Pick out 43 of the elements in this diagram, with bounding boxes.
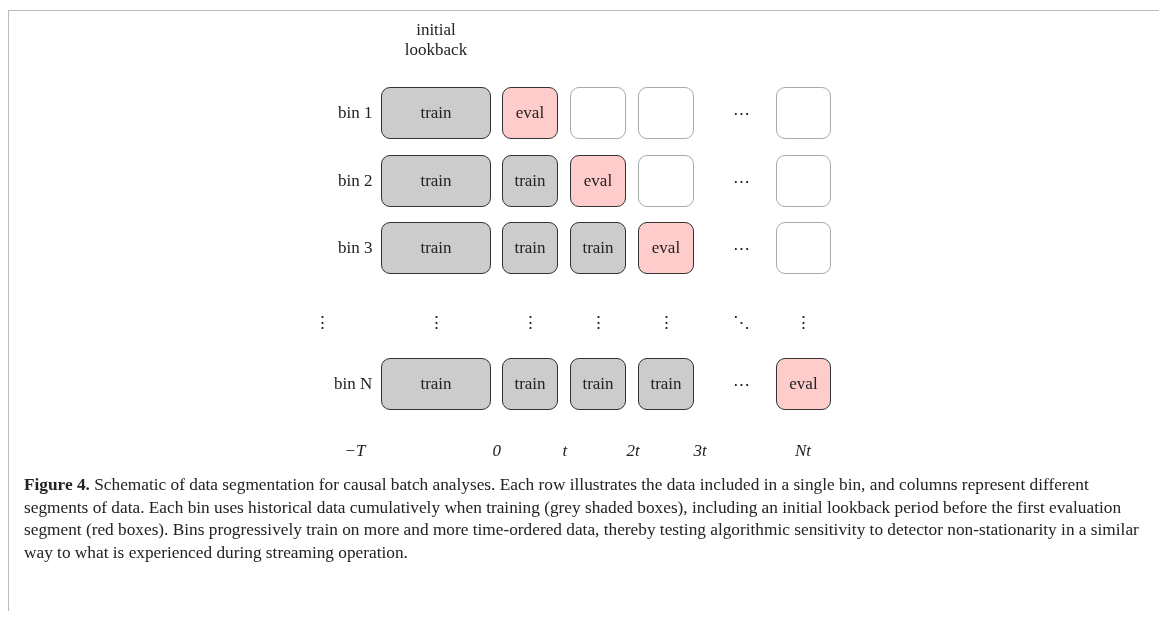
ellipsis: ⋯ [732, 237, 750, 259]
axis-label: −T [344, 441, 366, 461]
ellipsis: ⋮ [313, 311, 331, 333]
ellipsis: ⋯ [732, 170, 750, 192]
empty-segment-box [638, 87, 694, 139]
segment-box: train [381, 222, 491, 274]
row-label: bin N [334, 374, 373, 394]
axis-label: 0 [492, 441, 501, 461]
ellipsis: ⋮ [589, 311, 607, 333]
segment-box: train [570, 358, 626, 410]
segment-box: train [570, 222, 626, 274]
axis-label: 3t [693, 441, 707, 461]
empty-segment-box [638, 155, 694, 207]
ellipsis: ⋮ [427, 311, 445, 333]
segment-box: train [502, 222, 558, 274]
empty-segment-box [776, 155, 831, 207]
column-heading: initial lookback [403, 20, 469, 60]
segment-box: train [638, 358, 694, 410]
ellipsis: ⋮ [657, 311, 675, 333]
ellipsis: ⋮ [521, 311, 539, 333]
axis-label: 2t [626, 441, 640, 461]
row-label: bin 2 [338, 171, 373, 191]
empty-segment-box [776, 222, 831, 274]
segment-box: eval [570, 155, 626, 207]
ellipsis: ⋯ [732, 373, 750, 395]
segment-box: eval [502, 87, 558, 139]
segment-box: eval [638, 222, 694, 274]
ellipsis: ⋯ [732, 102, 750, 124]
axis-label: t [562, 441, 568, 461]
row-label: bin 3 [338, 238, 373, 258]
segment-box: train [381, 87, 491, 139]
row-label: bin 1 [338, 103, 373, 123]
ellipsis: ⋱ [732, 311, 750, 333]
ellipsis: ⋮ [794, 311, 812, 333]
axis-label: Nt [795, 441, 812, 461]
segment-box: train [381, 155, 491, 207]
figure-caption: Figure 4. Schematic of data segmentation for causal batch analyses. Each row illustrates the data included in a single bin, and columns represent different segments of data. Each bin uses historical data cumulatively when training (grey shaded boxes), including an initial lookback period before the first evaluation segment (red boxes). Bins progressively train on more and more time-ordered data, thereby testing algorithmic sensitivity to detector non-stationarity in a similar way to what is experienced during streaming operation. [24, 474, 1140, 564]
segment-box: train [502, 358, 558, 410]
empty-segment-box [570, 87, 626, 139]
segment-box: train [502, 155, 558, 207]
empty-segment-box [776, 87, 831, 139]
segment-box: eval [776, 358, 831, 410]
segment-box: train [381, 358, 491, 410]
